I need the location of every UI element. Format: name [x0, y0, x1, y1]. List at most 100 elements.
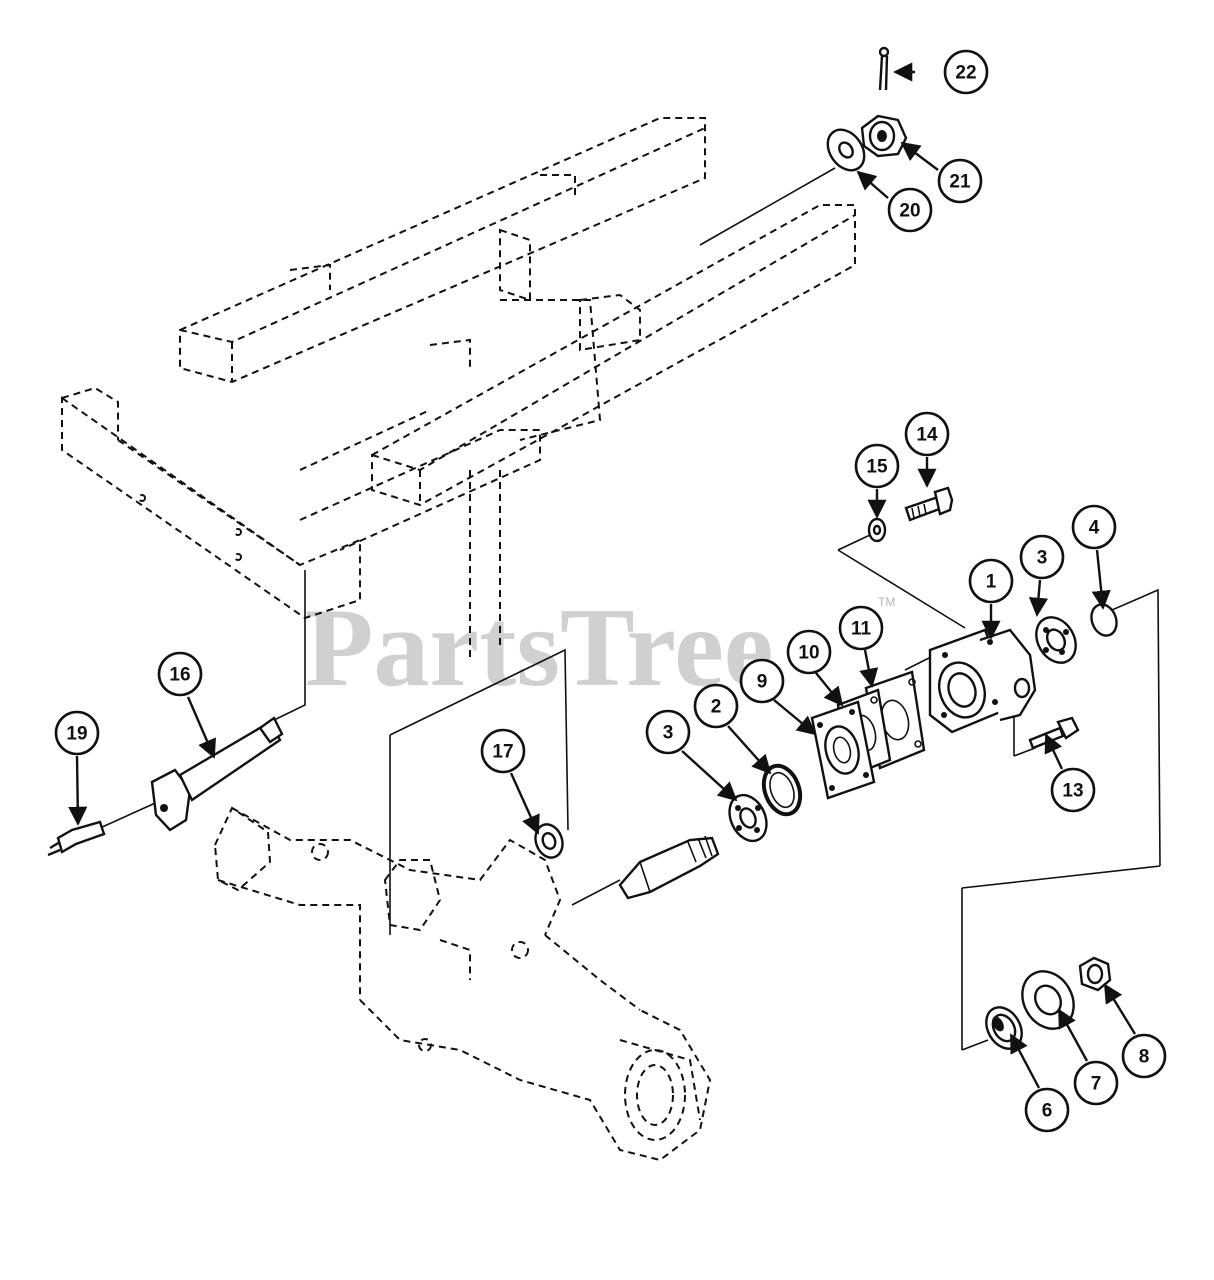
leader-arrow: [68, 755, 88, 826]
part-16-pivot-shaft: [150, 716, 284, 832]
part-8-nut: [1078, 956, 1112, 992]
callout-number: 22: [955, 63, 976, 84]
callout-circle: [1050, 767, 1096, 813]
callout-8: 8: [1103, 983, 1167, 1079]
callout-19: 19: [54, 710, 100, 826]
part-3-bearing-lower: [728, 793, 768, 843]
callout-circle: [786, 629, 832, 675]
callout-2: 2: [693, 683, 772, 775]
callout-circle: [1121, 1033, 1167, 1079]
leader-arrow: [1028, 579, 1049, 617]
part-15-lock-washer: [867, 517, 887, 543]
callout-number: 10: [798, 643, 819, 664]
callout-circle: [968, 558, 1014, 604]
callout-number: 19: [66, 724, 87, 745]
callout-number: 17: [492, 742, 513, 763]
part-17-washer: [534, 823, 564, 859]
tractor-frame-phantom: [61, 117, 856, 660]
callout-circle: [943, 49, 989, 95]
leader-arrow: [1057, 1008, 1089, 1062]
callout-17: 17: [480, 728, 540, 835]
leader-arrow: [186, 696, 216, 759]
callout-number: 1: [986, 572, 997, 593]
leader-arrow: [856, 170, 889, 199]
part-13-fitting: [1028, 716, 1080, 750]
callout-number: 14: [916, 425, 938, 446]
leader-arrow: [859, 649, 879, 688]
callout-22: 22: [893, 49, 989, 95]
callout-number: 20: [899, 201, 920, 222]
watermark-trademark: TM: [878, 595, 895, 609]
callout-16: 16: [157, 651, 216, 759]
part-14-bolt: [904, 486, 954, 522]
callout-number: 13: [1062, 781, 1083, 802]
part-3-bearing-upper: [1035, 616, 1077, 664]
callout-circle: [739, 658, 785, 704]
callout-circle: [887, 187, 933, 233]
callout-circle: [645, 709, 691, 755]
callout-21: 21: [900, 141, 983, 204]
callout-circle: [1019, 534, 1065, 580]
part-7-collar: [1021, 970, 1075, 1030]
leader-arrow: [727, 725, 772, 775]
callout-number: 2: [711, 697, 722, 718]
callout-circle: [480, 728, 526, 774]
callout-14: 14: [904, 411, 950, 488]
part-9-bearing-retainer: [810, 700, 876, 800]
callout-3: 3: [645, 709, 738, 802]
callout-circle: [838, 605, 884, 651]
callout-number: 4: [1089, 518, 1100, 539]
part-22-cotter-pin: [878, 46, 890, 91]
callout-9: 9: [739, 658, 817, 736]
part-20-washer: [826, 128, 866, 172]
part-1-bearing-housing: [928, 628, 1037, 734]
callout-1: 1: [968, 558, 1014, 640]
callout-circle: [904, 411, 950, 457]
callout-number: 6: [1042, 1101, 1053, 1122]
leader-arrow: [815, 672, 844, 707]
callout-number: 15: [866, 457, 888, 478]
callout-circle: [54, 710, 100, 756]
leader-arrow: [900, 141, 939, 171]
callout-number: 16: [169, 665, 190, 686]
callout-10: 10: [786, 629, 844, 707]
part-2-snap-ring: [761, 763, 803, 817]
callout-number: 11: [851, 619, 872, 640]
callout-number: 7: [1091, 1074, 1102, 1095]
callout-circle: [854, 443, 900, 489]
callout-11: 11: [838, 605, 884, 688]
callout-number: 21: [949, 172, 971, 193]
axle-housing-phantom: [213, 806, 712, 1162]
callout-circle: [1071, 504, 1117, 550]
callout-7: 7: [1057, 1008, 1119, 1106]
callout-circle: [157, 651, 203, 697]
leader-arrow: [681, 750, 738, 802]
part-6-seal: [985, 1006, 1023, 1050]
leader-arrow: [1103, 983, 1137, 1035]
callout-number: 8: [1139, 1047, 1150, 1068]
callout-4: 4: [1071, 504, 1117, 610]
leader-arrow: [773, 699, 817, 736]
leader-arrow: [1091, 549, 1111, 610]
callout-circle: [1073, 1060, 1119, 1106]
callout-20: 20: [856, 170, 933, 233]
callout-3: 3: [1019, 534, 1065, 617]
callout-number: 3: [663, 723, 674, 744]
callout-number: 3: [1037, 548, 1048, 569]
callout-6: 6: [1009, 1033, 1070, 1133]
callout-circle: [693, 683, 739, 729]
reference-lines: [99, 167, 1161, 1051]
part-drive-shaft: [618, 835, 720, 900]
callout-13: 13: [1044, 733, 1096, 813]
callout-15: 15: [854, 443, 900, 519]
part-19-grease-fitting: [47, 820, 106, 857]
part-21-castle-nut: [860, 114, 908, 158]
callout-number: 9: [757, 672, 768, 693]
callout-circle: [1024, 1087, 1070, 1133]
leader-arrow: [1044, 733, 1064, 770]
callout-circle: [937, 158, 983, 204]
watermark-text: PartsTree: [305, 586, 774, 710]
leader-arrow: [509, 772, 540, 835]
